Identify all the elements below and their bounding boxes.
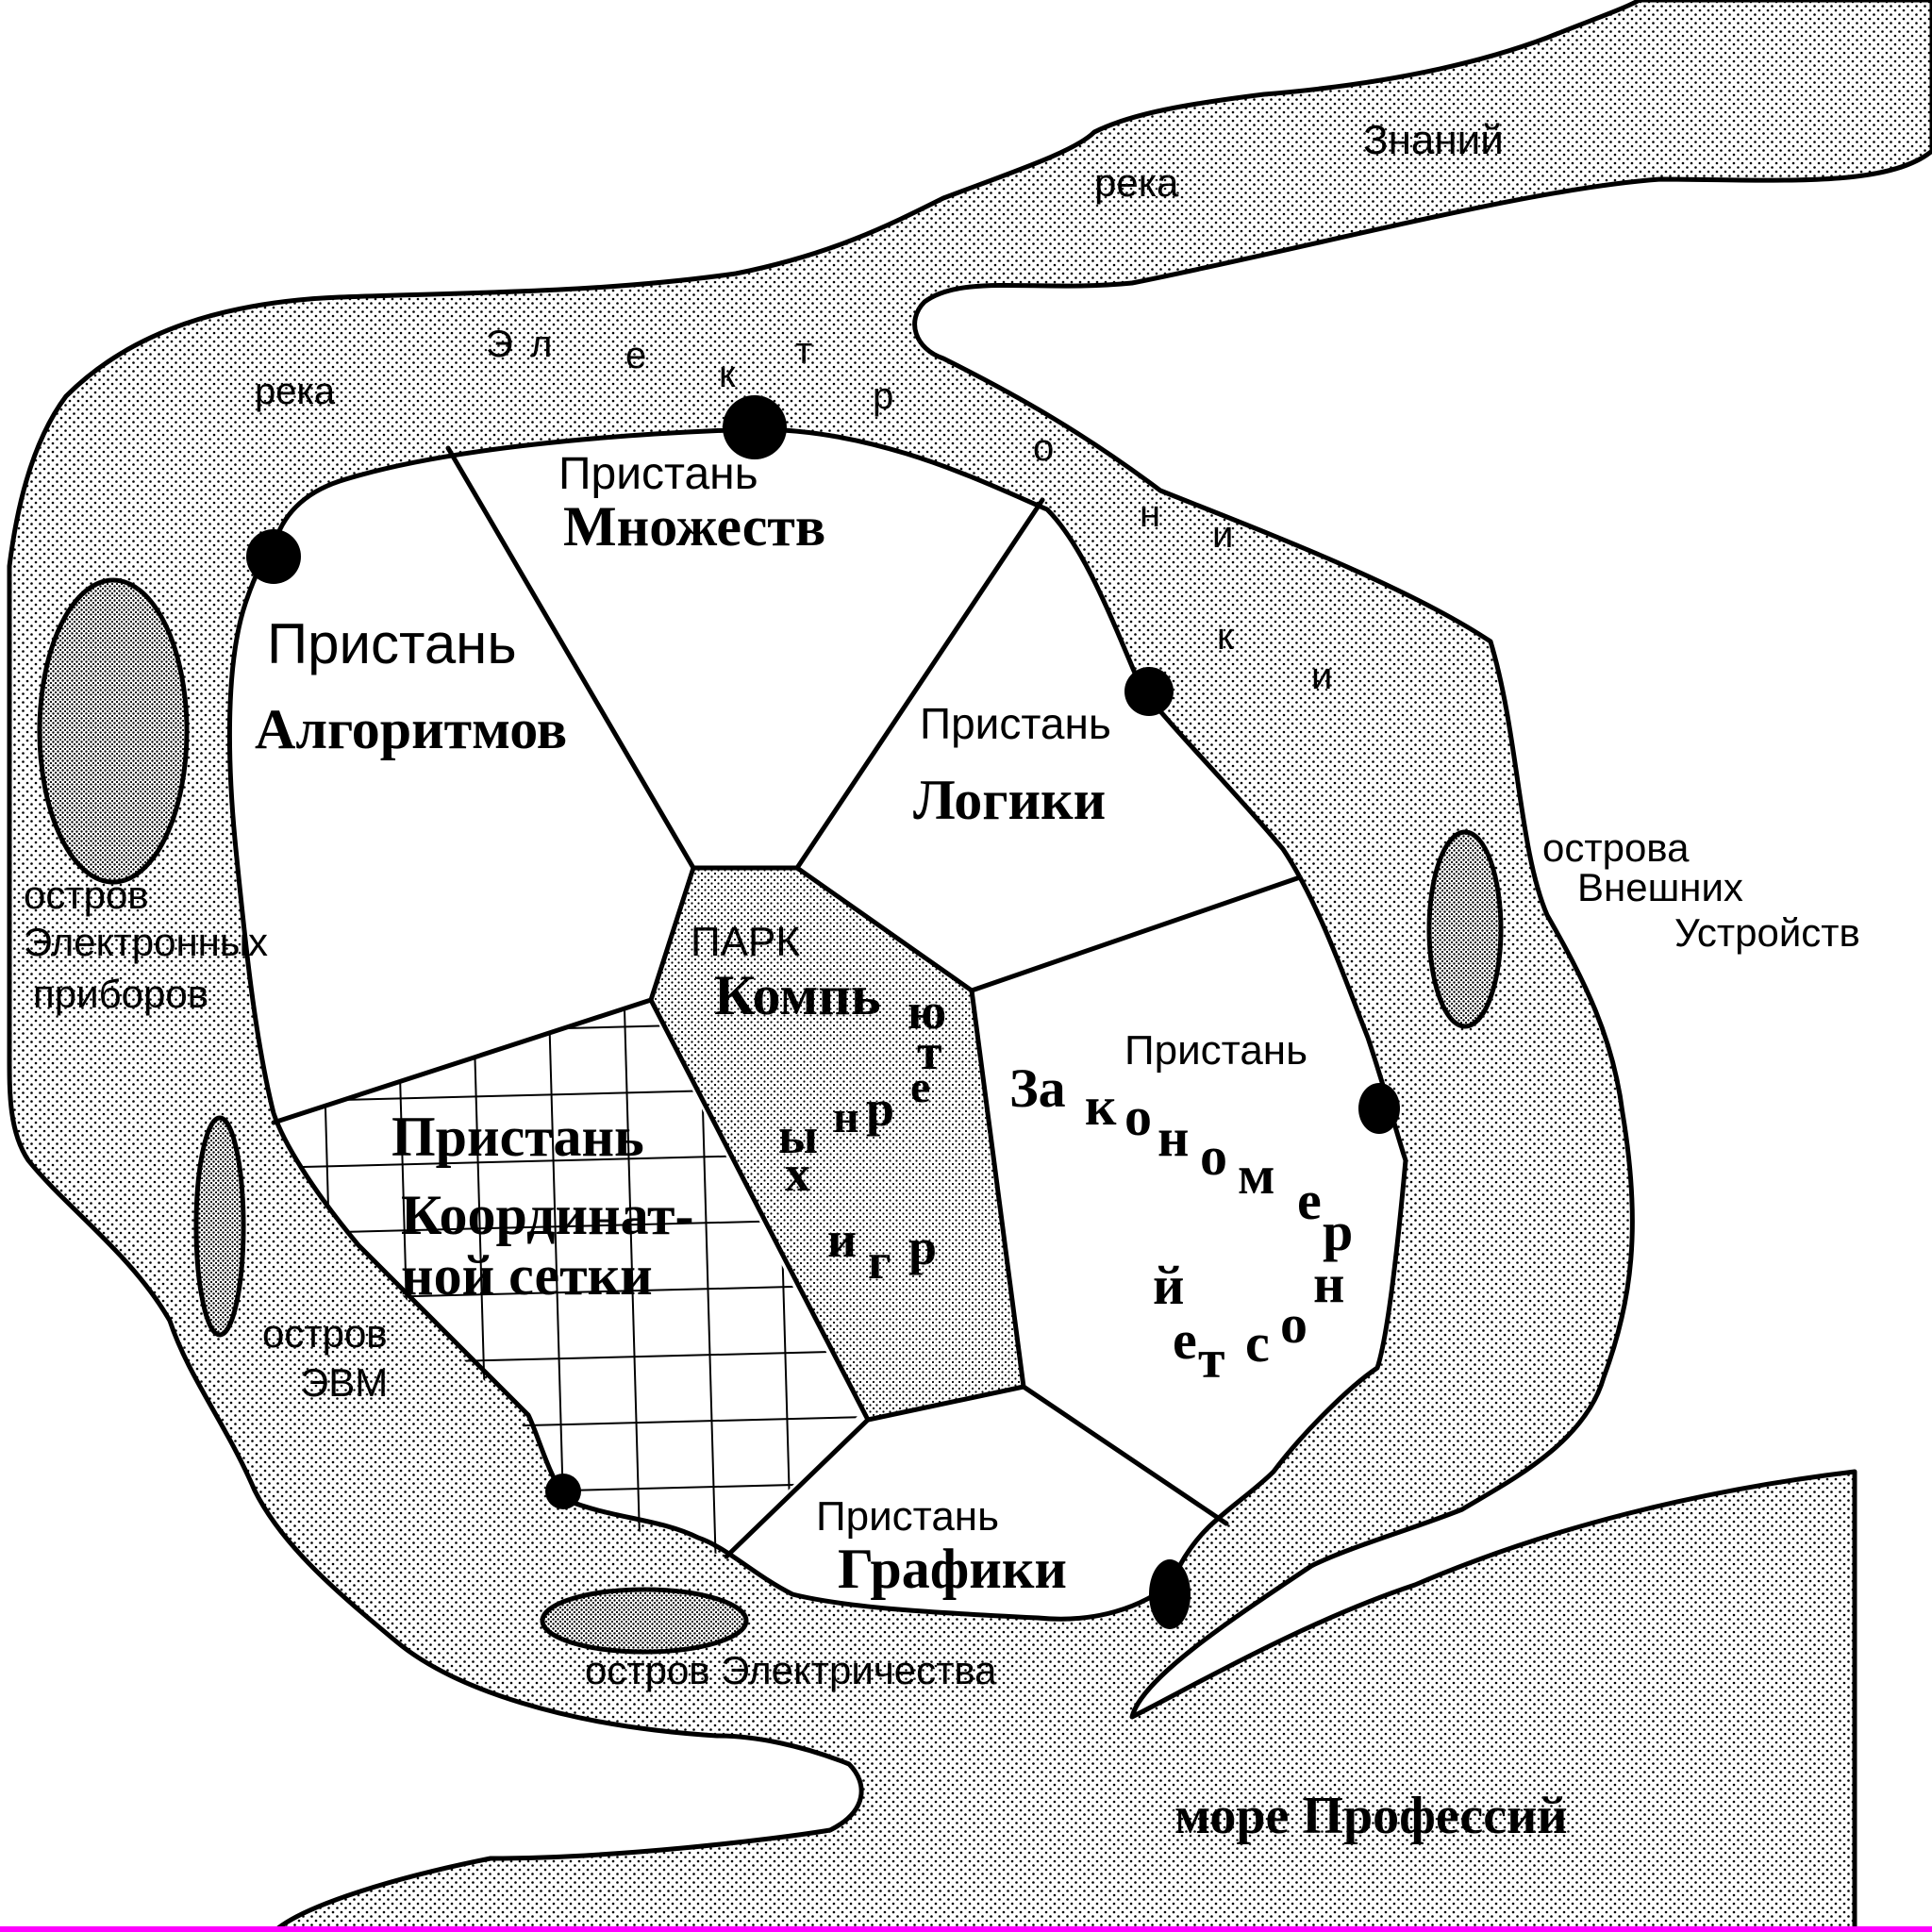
pier-patterns-letter: с — [1245, 1312, 1270, 1374]
island-electronic-label-3: приборов — [33, 972, 208, 1016]
pier-patterns-letter: р — [1323, 1201, 1353, 1262]
pier-patterns-letter: За — [1009, 1058, 1066, 1119]
river-letter: т — [795, 330, 812, 372]
park-letter: х — [785, 1145, 810, 1202]
pier-algorithms-label-2: Алгоритмов — [255, 698, 567, 760]
island-electronic-devices — [37, 577, 190, 885]
islands-devices-label-3: Устройств — [1674, 910, 1860, 955]
pier-dot-algorithms — [246, 529, 301, 584]
river-letter: о — [1033, 427, 1054, 469]
river-letter: р — [873, 375, 893, 417]
pier-algorithms-label-1: Пристань — [267, 612, 517, 675]
park-letter: т — [917, 1024, 942, 1080]
river-letter: л — [530, 324, 552, 365]
island-evm-label-2: ЭВМ — [300, 1360, 388, 1405]
pier-patterns-letter: й — [1153, 1255, 1184, 1316]
island-electronic-label-2: Электронных — [24, 920, 268, 964]
pier-graphics-label-1: Пристань — [816, 1493, 999, 1540]
island-evm — [193, 1115, 246, 1338]
pier-dot-logic — [1124, 667, 1174, 716]
pier-patterns-letter: о — [1200, 1125, 1227, 1187]
pier-patterns-label-1: Пристань — [1124, 1027, 1307, 1074]
pier-patterns-letter: о — [1280, 1293, 1307, 1355]
pier-coordinates-label-1: Пристань — [391, 1106, 644, 1168]
islands-devices-label-2: Внешних — [1577, 865, 1743, 909]
pier-logic-label-1: Пристань — [920, 699, 1111, 748]
river-knowledge-label-1: река — [1094, 160, 1179, 205]
pier-sets-label-2: Множеств — [563, 495, 825, 558]
river-letter: н — [1140, 493, 1160, 535]
pier-patterns-letter: н — [1313, 1253, 1344, 1314]
park-label-2: Компь — [714, 964, 881, 1026]
park-letter: ы — [778, 1108, 818, 1164]
park-letter: ю — [908, 983, 946, 1040]
river-letter: и — [1212, 514, 1233, 556]
river-letter: е — [625, 335, 646, 376]
islands-devices-label-1: острова — [1542, 825, 1690, 870]
park-region — [651, 868, 1024, 1420]
river-letter: к — [1217, 616, 1234, 658]
island-evm-label-1: остров — [262, 1311, 388, 1356]
park-letter: г — [868, 1233, 891, 1290]
pier-coordinates-label-3: ной сетки — [401, 1244, 653, 1307]
bottom-edge-line — [0, 1926, 1932, 1932]
pier-dot-patterns — [1358, 1083, 1400, 1134]
island-electricity-label: остров Электричества — [585, 1648, 997, 1692]
river-knowledge-label-2: Знаний — [1363, 117, 1504, 163]
sea-label: море Профессий — [1174, 1787, 1568, 1845]
pier-graphics-label-2: Графики — [838, 1538, 1067, 1600]
island-external-devices — [1426, 829, 1504, 1029]
pier-patterns-letter: е — [1297, 1170, 1322, 1231]
river-letter: к — [719, 354, 736, 395]
pier-patterns-letter: о — [1124, 1086, 1152, 1147]
pier-sets-label-1: Пристань — [558, 449, 758, 499]
park-letter: н — [833, 1092, 859, 1142]
park-letter: р — [866, 1080, 894, 1137]
park-letter: р — [908, 1219, 937, 1275]
park-letter: е — [910, 1062, 930, 1112]
pier-patterns-letter: н — [1158, 1107, 1189, 1168]
pier-dot-graphics — [1149, 1559, 1191, 1629]
park-label-1: ПАРК — [691, 919, 800, 965]
pier-coordinates-label-2: Координат- — [401, 1184, 694, 1246]
island-electronic-label-1: остров — [24, 873, 149, 917]
pier-logic-label-2: Логики — [913, 769, 1106, 831]
pier-patterns-letter: е — [1173, 1309, 1197, 1371]
region-boundaries — [271, 445, 1303, 1559]
park-letter: и — [827, 1211, 857, 1268]
pier-patterns-letter: м — [1238, 1144, 1275, 1206]
river-letter: Э — [486, 324, 513, 365]
river-electronics-label: река — [255, 371, 336, 412]
island-electricity — [540, 1587, 749, 1655]
river-letter: и — [1311, 656, 1332, 697]
pier-patterns-letter: т — [1198, 1328, 1225, 1390]
pier-patterns-letter: к — [1085, 1075, 1117, 1137]
pier-dot-coordinates — [545, 1474, 581, 1509]
pier-dot-sets — [723, 395, 787, 459]
